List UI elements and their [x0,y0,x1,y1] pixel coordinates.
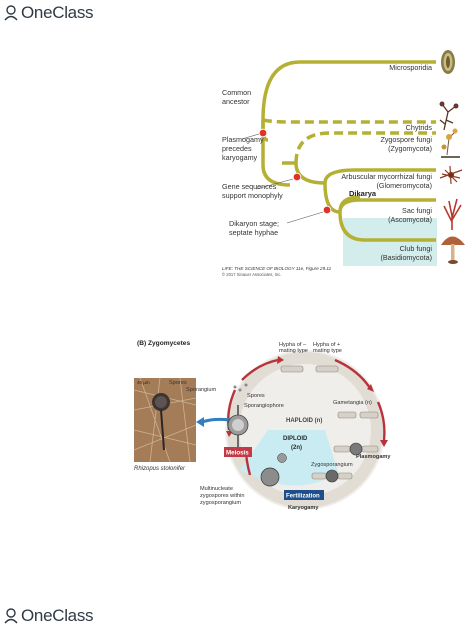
node-label-dikaryon-2: septate hyphae [229,228,278,237]
spore-dots [233,383,248,392]
taxon-zygomycota: (Zygomycota) [388,144,432,153]
rhizopus-caption: Rhizopus stolonifer [134,466,186,472]
hyphae-pairs [280,365,379,480]
club-fungi-illustration [441,236,465,264]
sac-fungi-illustration [443,198,462,230]
meiosis-box [224,447,252,457]
branch-chytrids [262,118,436,124]
node-label-common-2: ancestor [222,97,250,106]
phylogeny-figure: Microsporidia Chytrids Zygospore fungi (… [222,50,465,277]
node-label-plasmogamy-1: Plasmogamy [222,135,264,144]
dikarya-label: Dikarya [349,189,377,198]
oneclass-logo-top: OneClass [4,3,94,23]
taxon-sac-fungi: Sac fungi [402,206,432,215]
label-spores-2: Spores [247,393,265,399]
zygomycete-lifecycle-figure: (B) Zygomycetes DIPLOID (2n) HAPLOID (n)… [133,340,391,511]
chytrid-illustration [439,101,459,131]
oneclass-logo-bottom: OneClass [4,606,94,626]
label-sporangium: Sporangium [186,387,217,393]
node-label-common-1: Common [222,88,251,97]
label-karyogamy: Karyogamy [288,505,319,511]
branch-microsporidia [261,60,436,121]
fertilization-label: Fertilization [286,494,320,500]
label-mating-minus: mating type [279,348,308,354]
arrow-right [376,401,386,441]
arrow-top-left [241,358,279,381]
branch-lower-stem [261,120,291,187]
branch-basidiomycota [338,211,436,242]
label-spores: Spores [169,380,187,386]
taxon-ascomycota: (Ascomycota) [388,215,432,224]
branch-glomeromycota [323,168,436,184]
branch-zygospore [294,131,436,164]
sporangium-illustration [227,405,249,450]
label-hypha-plus: Hypha of + [313,342,340,348]
taxon-microsporidia: Microsporidia [389,63,432,72]
taxon-zygospore: Zygospore fungi [380,135,432,144]
label-multinucleate-1: Multinucleate [200,486,233,492]
glomeromycota-illustration [439,165,463,185]
diploid-zygospore [277,453,287,463]
label-mating-plus: mating type [313,348,342,354]
microsporidia-spore-illustration [441,50,455,74]
taxon-basidiomycota: (Basidiomycota) [380,253,432,262]
node-label-gene-2: support monophyly [222,191,283,200]
node-label-gene-1: Gene sequences [222,182,277,191]
taxon-club-fungi: Club fungi [400,244,433,253]
multinucleate-zygospore [260,467,280,487]
label-gametangia: Gametangia (n) [333,400,372,406]
diploid-2n-label: (2n) [291,445,302,451]
label-multinucleate-3: zygosporangium [200,500,241,506]
credit-line-2: © 2017 Sinauer Associates, Inc. [222,272,281,277]
arrow-blue-to-photo [201,417,231,424]
diploid-label: DIPLOID [283,436,308,442]
node-plasmogamy [258,128,268,138]
label-multinucleate-2: zygospores within [200,493,244,499]
branch-node2-lower [294,162,326,185]
node-gene-sequences [292,172,302,182]
node-label-plasmogamy-3: karyogamy [222,153,258,162]
haploid-label: HAPLOID (n) [286,418,322,424]
node-label-dikaryon-1: Dikaryon stage; [229,219,279,228]
taxon-glomeromycota: (Glomeromycota) [376,181,432,190]
node-label-plasmogamy-2: precedes [222,144,252,153]
person-circle-icon [4,5,18,21]
node-dikaryon [322,205,332,215]
fertilization-box [284,490,324,500]
person-circle-icon [4,608,18,624]
zygospore-ball [325,469,339,483]
taxon-chytrids: Chytrids [406,123,433,132]
zygomycete-illustration [441,128,460,158]
brand-name: OneClass [21,606,94,625]
arrow-top-right [334,358,371,389]
scale-bar: 40 µm [137,380,150,385]
branch-dikarya-stem [323,182,341,214]
meiosis-label: Meiosis [226,450,249,457]
lifecycle-title: (B) Zygomycetes [137,340,190,347]
label-plasmogamy: Plasmogamy [356,454,391,460]
label-hypha-minus: Hypha of – [279,342,307,348]
label-zygosporangium: Zygosporangium [311,462,353,468]
label-sporangiophore: Sporangiophore [244,403,284,409]
dikarya-box [343,218,437,266]
branch-ascomycota [338,195,436,213]
zygosporangium-ball [349,442,363,456]
credit-line-1: LIFE: THE SCIENCE OF BIOLOGY 11e, Figure… [222,266,332,271]
brand-name: OneClass [21,3,94,22]
taxon-arbuscular: Arbuscular mycorrhizal fungi [341,172,432,181]
